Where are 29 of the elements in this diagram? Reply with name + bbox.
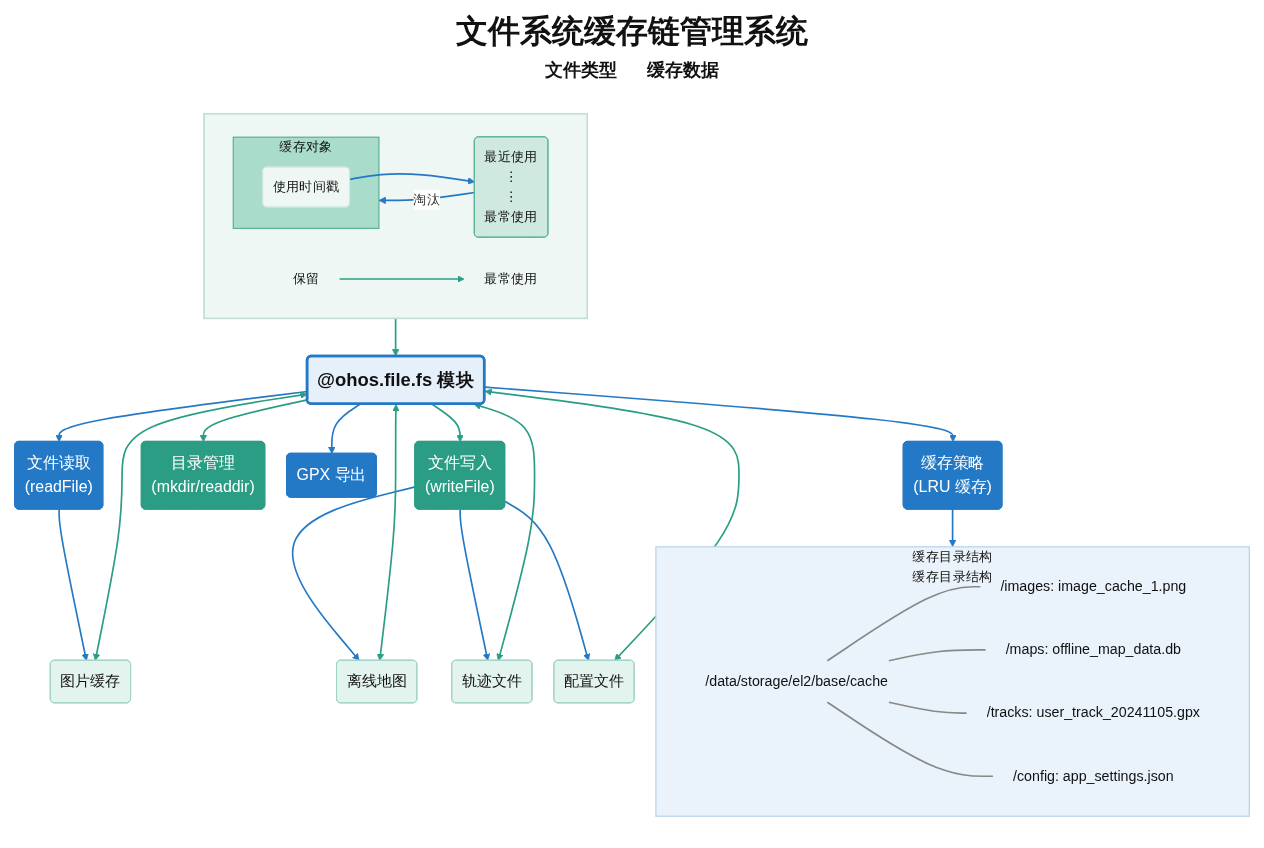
annotation-label: 文件类型 xyxy=(545,59,617,82)
arrow xyxy=(431,403,464,443)
arrow xyxy=(349,173,476,185)
edge-label: 淘汰 xyxy=(413,192,441,207)
connector xyxy=(888,701,968,714)
connector xyxy=(826,701,994,778)
annotation-label: 缓存数据 xyxy=(647,59,719,82)
arrow xyxy=(459,508,491,661)
node-text: 最常使用 xyxy=(484,271,538,286)
connector xyxy=(826,585,982,662)
arrow xyxy=(328,403,361,455)
connector xyxy=(888,649,987,662)
cluster xyxy=(203,112,589,320)
arrow xyxy=(338,275,465,283)
node-text: /tracks: user_track_20241105.gpx xyxy=(986,704,1200,721)
node-text: /maps: offline_map_data.db xyxy=(1005,641,1181,658)
arrow xyxy=(391,317,400,357)
node-text: 保留 xyxy=(292,271,320,286)
arrow xyxy=(58,508,89,661)
node-text: /data/storage/el2/base/cache xyxy=(705,673,888,690)
arrow xyxy=(55,390,309,443)
arrow xyxy=(948,508,957,548)
arrow xyxy=(376,404,400,661)
diagram-title: 文件系统缓存链管理系统 xyxy=(456,12,808,51)
arrow xyxy=(92,391,308,661)
node-text: /config: app_settings.json xyxy=(1013,768,1174,785)
arrow xyxy=(504,500,591,661)
arrow xyxy=(199,399,309,443)
node-text: /images: image_cache_1.png xyxy=(1000,578,1187,595)
